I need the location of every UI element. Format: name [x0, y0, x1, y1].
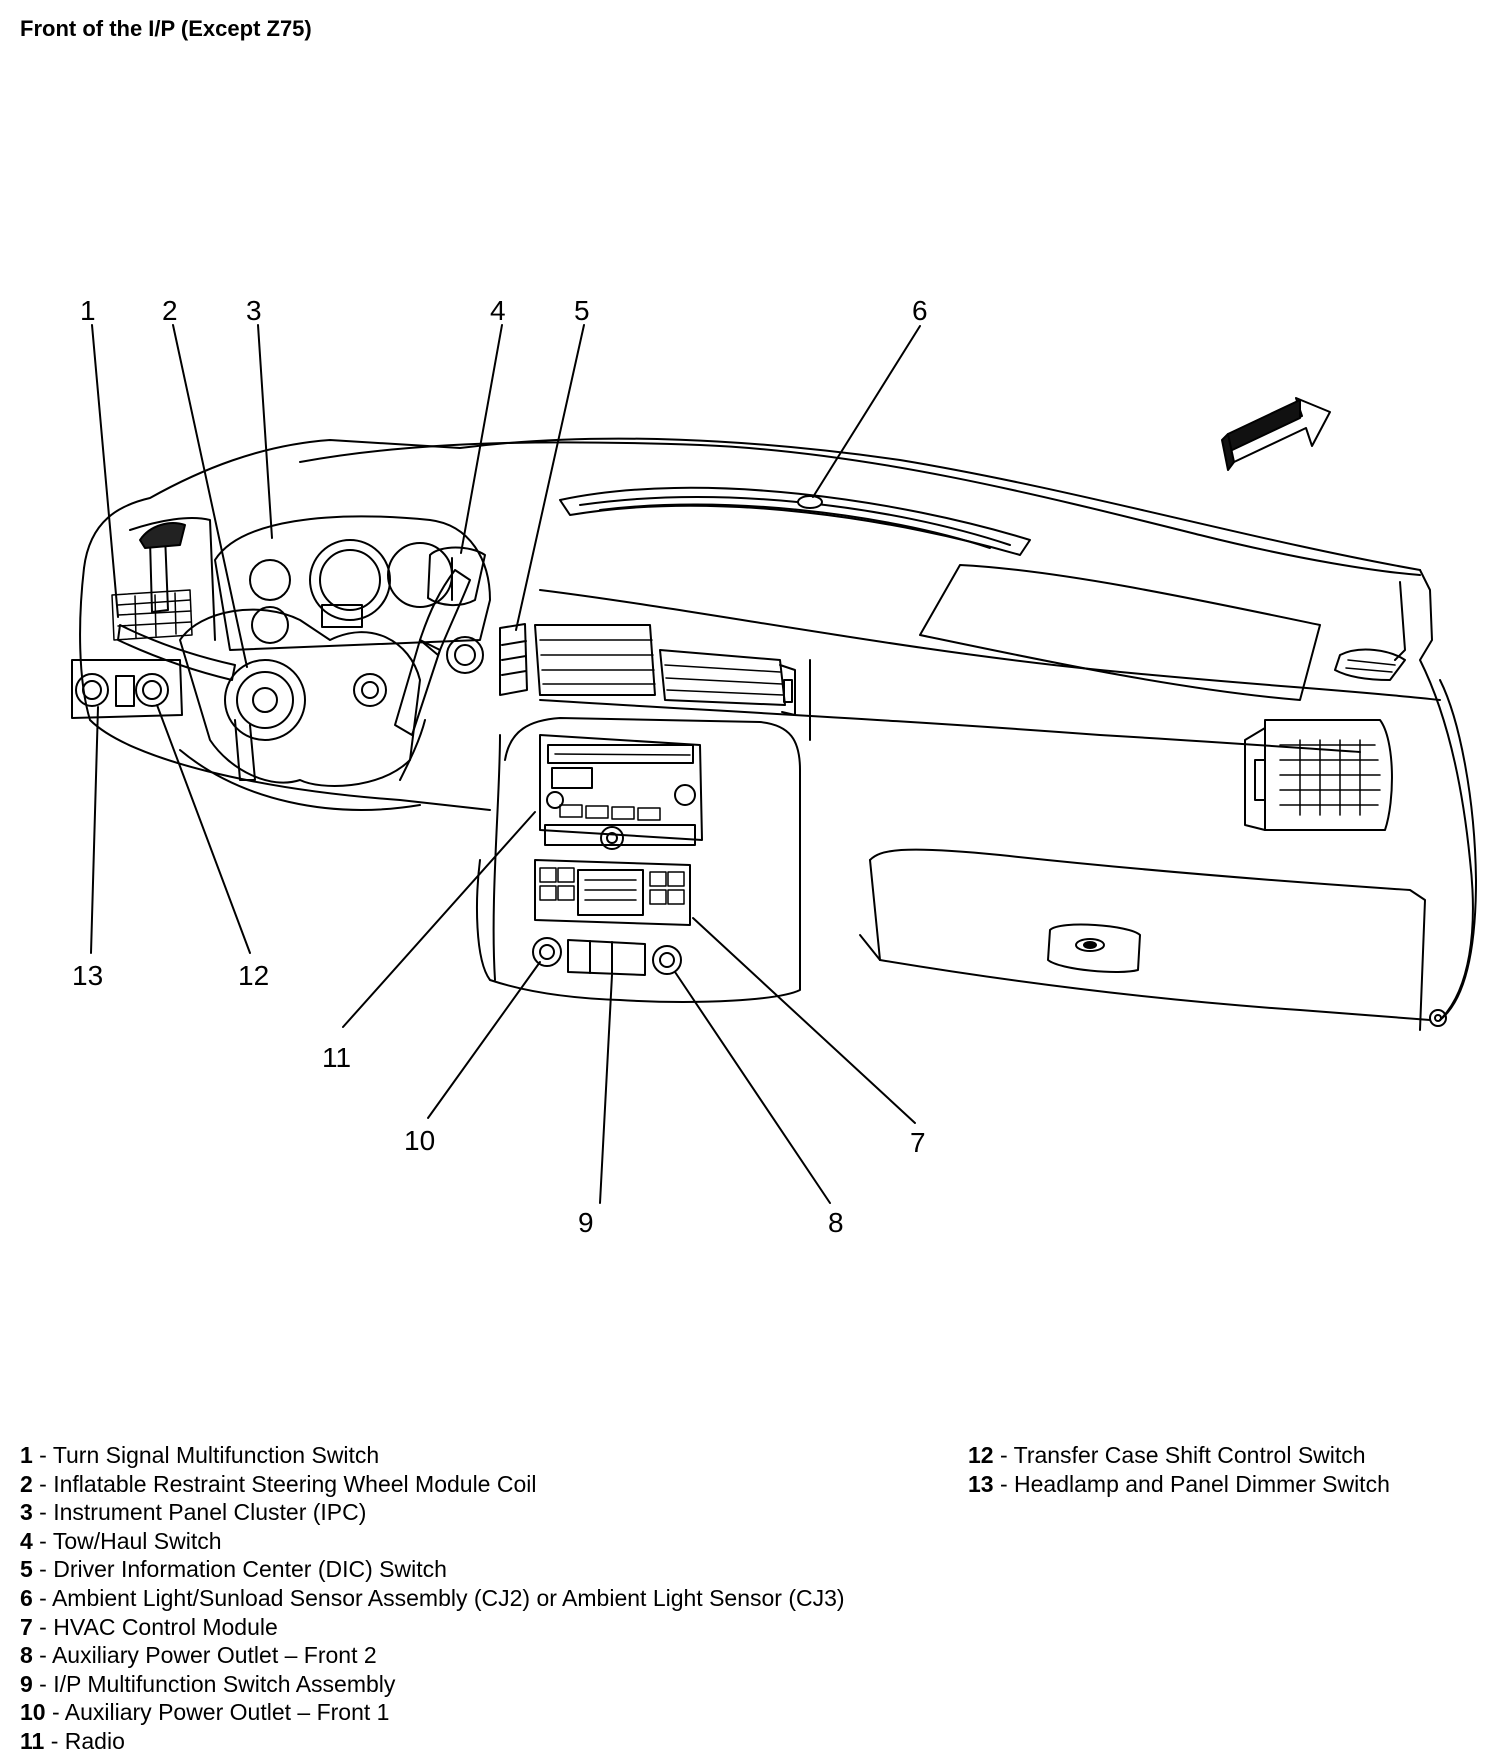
legend-item: 3 - Instrument Panel Cluster (IPC) — [20, 1499, 367, 1526]
legend-right: 12 - Transfer Case Shift Control Switch … — [968, 1441, 1390, 1498]
callout-12: 12 — [238, 960, 269, 991]
legend-item: 9 - I/P Multifunction Switch Assembly — [20, 1670, 396, 1697]
instrument-panel-diagram: 1 2 3 4 5 6 7 8 9 10 11 12 13 — [71, 295, 1477, 1238]
callout-2: 2 — [162, 295, 178, 326]
callout-10: 10 — [404, 1125, 435, 1156]
legend-item: 12 - Transfer Case Shift Control Switch — [968, 1442, 1366, 1468]
callout-9: 9 — [578, 1207, 594, 1238]
legend-item: 6 - Ambient Light/Sunload Sensor Assembl… — [20, 1584, 845, 1611]
callout-3: 3 — [246, 295, 262, 326]
legend-item: 7 - HVAC Control Module — [20, 1613, 278, 1640]
legend-item: 8 - Auxiliary Power Outlet – Front 2 — [20, 1642, 377, 1669]
dashboard-body — [71, 437, 1477, 1031]
callout-labels: 1 2 3 4 5 6 7 8 9 10 11 12 13 — [72, 295, 928, 1238]
callout-6: 6 — [912, 295, 928, 326]
callout-7: 7 — [910, 1127, 926, 1158]
legend-item: 1 - Turn Signal Multifunction Switch — [20, 1442, 380, 1468]
legend-item: 2 - Inflatable Restraint Steering Wheel … — [20, 1470, 537, 1497]
callout-4: 4 — [490, 295, 506, 326]
callout-13: 13 — [72, 960, 103, 991]
forward-arrow-icon — [1221, 397, 1331, 471]
callout-11: 11 — [322, 1042, 351, 1073]
callout-8: 8 — [828, 1207, 844, 1238]
legend-item: 4 - Tow/Haul Switch — [20, 1527, 222, 1554]
page-title: Front of the I/P (Except Z75) — [20, 16, 312, 41]
legend-item: 11 - Radio — [20, 1727, 125, 1754]
legend-item: 10 - Auxiliary Power Outlet – Front 1 — [20, 1699, 390, 1726]
callout-1: 1 — [80, 295, 96, 326]
legend-item: 5 - Driver Information Center (DIC) Swit… — [20, 1556, 447, 1583]
legend-left: 1 - Turn Signal Multifunction Switch 2 -… — [20, 1441, 845, 1756]
legend-item: 13 - Headlamp and Panel Dimmer Switch — [968, 1470, 1390, 1497]
callout-5: 5 — [574, 295, 590, 326]
leader-lines — [90, 324, 921, 1204]
